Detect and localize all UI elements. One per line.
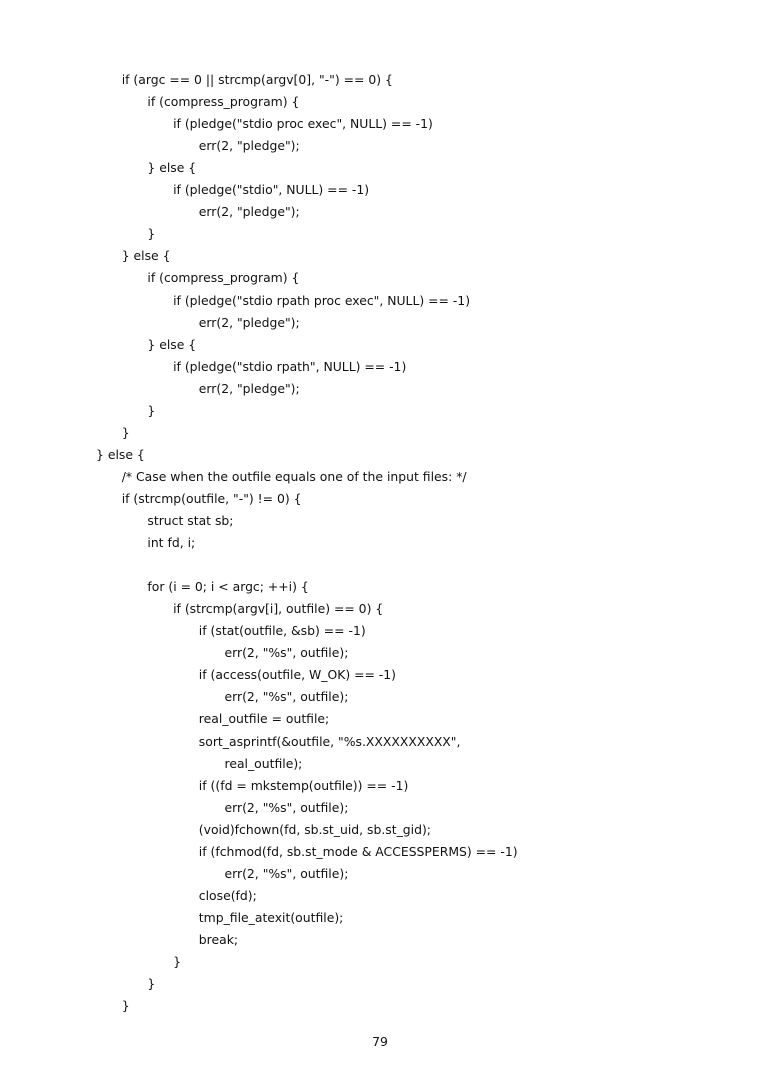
code-line: /* Case when the outfile equals one of t… [121, 468, 467, 484]
code-line: real_outfile = outfile; [198, 711, 330, 727]
code-line: err(2, "pledge"); [198, 204, 300, 220]
code-line: } else { [147, 336, 197, 352]
code-line: if (pledge("stdio proc exec", NULL) == -… [173, 116, 433, 132]
code-line: if (strcmp(outfile, "-") != 0) { [121, 490, 302, 506]
code-line: err(2, "pledge"); [198, 380, 300, 396]
code-line: if (pledge("stdio", NULL) == -1) [173, 182, 370, 198]
code-line: (void)fchown(fd, sb.st_uid, sb.st_gid); [198, 821, 431, 837]
code-line: break; [198, 931, 239, 947]
code-line: if (compress_program) { [147, 94, 300, 110]
code-line: } else { [96, 446, 145, 462]
code-line: if ((fd = mkstemp(outfile)) == -1) [198, 777, 409, 793]
code-line: if (access(outfile, W_OK) == -1) [198, 667, 396, 683]
code-line: if (strcmp(argv[i], outfile) == 0) { [173, 601, 384, 617]
code-line: } [147, 402, 156, 418]
code-line: sort_asprintf(&outfile, "%s.XXXXXXXXXX", [198, 733, 461, 749]
code-line: int fd, i; [147, 535, 196, 551]
code-line: close(fd); [198, 887, 257, 903]
code-line: if (fchmod(fd, sb.st_mode & ACCESSPERMS)… [198, 843, 518, 859]
code-line: err(2, "pledge"); [198, 138, 300, 154]
code-line: real_outfile); [224, 755, 303, 771]
code-line: if (argc == 0 || strcmp(argv[0], "-") ==… [121, 72, 393, 87]
code-line: tmp_file_atexit(outfile); [198, 909, 344, 925]
code-line: if (stat(outfile, &sb) == -1) [198, 623, 366, 639]
page-number: 79 [372, 1034, 388, 1049]
code-line: } [147, 226, 156, 242]
code-line: } [147, 976, 156, 992]
code-line: } else { [121, 248, 171, 264]
code-line: } [173, 954, 181, 969]
code-line: } [121, 424, 130, 440]
code-line: err(2, "%s", outfile); [224, 645, 349, 661]
code-line: if (compress_program) { [147, 270, 300, 286]
code-line: struct stat sb; [147, 513, 234, 528]
code-line: err(2, "%s", outfile); [224, 865, 349, 881]
code-line: for (i = 0; i < argc; ++i) { [147, 579, 309, 595]
code-line: } [121, 998, 130, 1014]
code-line: err(2, "%s", outfile); [224, 799, 349, 815]
code-line: if (pledge("stdio rpath proc exec", NULL… [173, 292, 471, 308]
code-line: err(2, "%s", outfile); [224, 689, 349, 705]
code-line: err(2, "pledge"); [198, 314, 300, 330]
code-line: if (pledge("stdio rpath", NULL) == -1) [173, 358, 407, 374]
code-line: } else { [147, 160, 197, 176]
